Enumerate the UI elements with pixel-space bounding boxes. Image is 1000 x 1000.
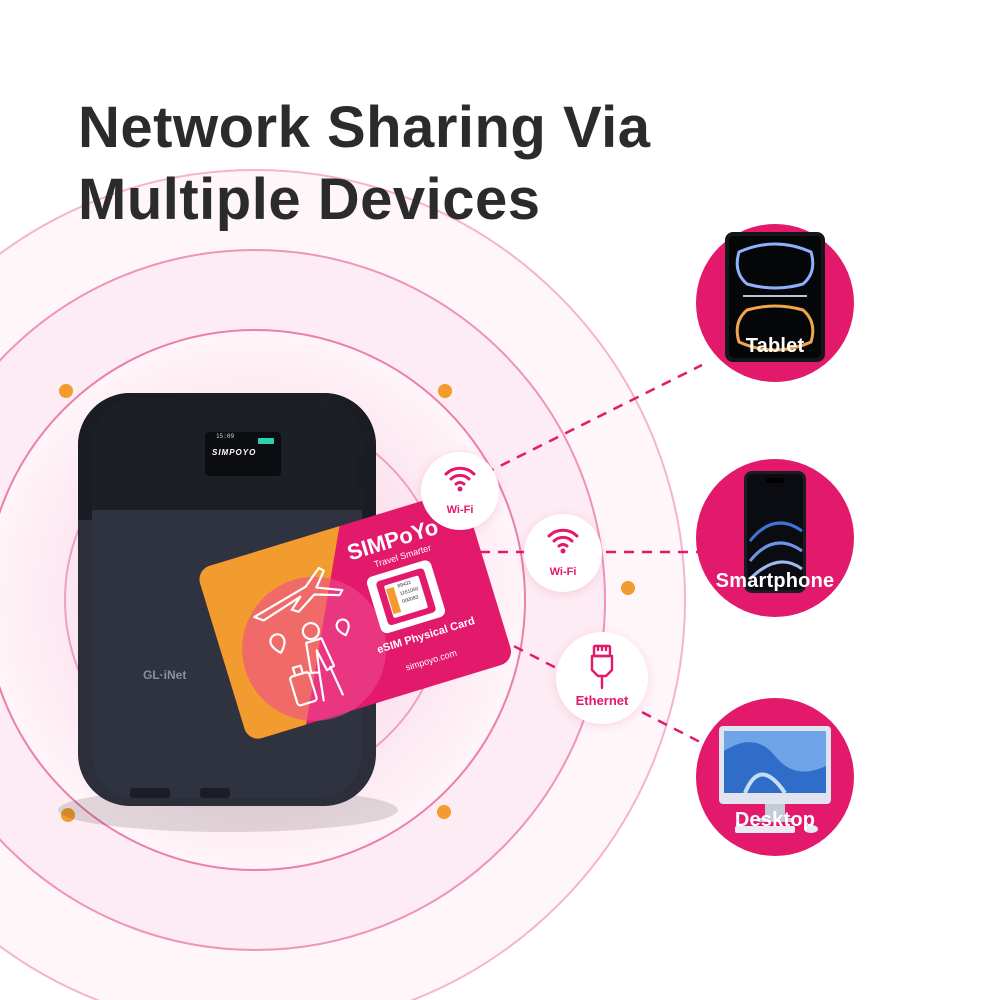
sim-card-text-layer: SIMPoYo Travel Smarter 89432 1161050 000… — [196, 489, 514, 742]
title-line-1: Network Sharing Via — [78, 95, 651, 160]
sim-card-website: simpoyo.com — [404, 647, 458, 673]
orbit-dot — [621, 581, 635, 595]
orbit-dot — [59, 384, 73, 398]
router-screen-logo: SIMPOYO — [212, 448, 257, 457]
wifi-badge-1-label: Wi-Fi — [446, 504, 474, 516]
wifi-icon — [444, 466, 476, 492]
wifi-badge-2-label: Wi-Fi — [549, 566, 577, 578]
device-desktop-label: Desktop — [734, 809, 816, 831]
device-tablet: Tablet — [696, 224, 854, 382]
ethernet-badge: Ethernet — [556, 632, 648, 724]
device-tablet-label: Tablet — [745, 335, 805, 357]
smartphone-icon — [744, 471, 806, 593]
orbit-dot — [438, 384, 452, 398]
device-smartphone-label: Smartphone — [715, 570, 835, 592]
router-screen-time: 15:09 — [216, 433, 235, 440]
tablet-icon — [725, 232, 825, 362]
ring-outer — [0, 169, 686, 1000]
page-title: Network Sharing Via Multiple Devices — [78, 92, 798, 236]
ethernet-badge-label: Ethernet — [575, 693, 629, 708]
ring-middle — [0, 249, 606, 951]
sim-card — [199, 492, 511, 739]
desktop-icon — [719, 726, 831, 833]
router-brand-logo: GL·iNet — [143, 668, 187, 682]
wifi-badge-1: Wi-Fi — [421, 452, 499, 530]
orbit-dot — [437, 805, 451, 819]
wifi-badge-2: Wi-Fi — [524, 514, 602, 592]
title-line-2: Multiple Devices — [78, 167, 541, 232]
ring-inner — [0, 329, 526, 871]
orbit-dot — [61, 808, 75, 822]
device-desktop: Desktop — [696, 698, 854, 856]
ethernet-icon — [590, 644, 614, 690]
traveller-illustration-icon — [253, 566, 350, 707]
wifi-icon — [547, 528, 579, 554]
power-button — [355, 455, 361, 489]
device-smartphone: Smartphone — [696, 459, 854, 617]
sim-card-type: eSIM Physical Card — [375, 615, 477, 657]
